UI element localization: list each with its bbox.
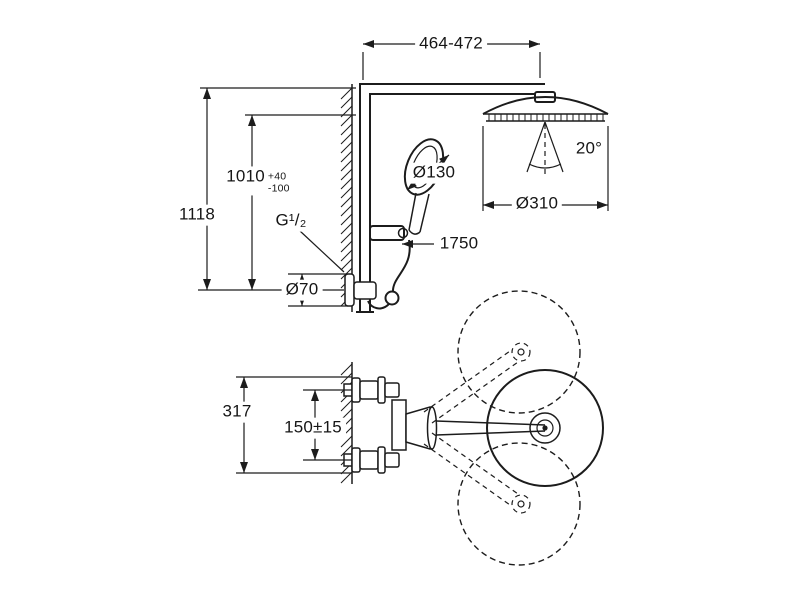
dim-label-arm-reach: 464-472 [415,33,487,55]
swivel-arm [435,420,546,436]
swivel-range [423,290,581,566]
dim-label-hand-shower-dia: Ø130 [408,162,460,184]
tilt-angle-label: 20° [571,138,607,160]
dim-label-height-overall: 1118 [174,204,220,226]
dim-label-head-shower-dia: Ø310 [511,193,563,215]
dim-mixer-height [236,376,352,474]
rose-dia-label: Ø70 [281,279,323,301]
hand-shower [403,138,445,235]
spray-angle [526,121,564,176]
dim-height-main-value: 1010 [226,166,265,186]
thread-size-label: G¹/₂ [271,210,311,232]
supply-connection [344,273,377,307]
dim-label-height-main: 1010+40-100 [222,166,294,196]
dim-height-main [245,114,356,290]
dim-label-mixer-height: 317 [218,401,256,423]
dim-label-connection-spacing: 150±15 [280,417,346,439]
hose-length-leader [402,240,434,248]
hose-length-label: 1750 [435,233,483,255]
hand-shower-holder [369,225,409,241]
dim-connection-spacing [303,389,352,461]
shower-hose [367,239,411,310]
head-shower-side-view [482,96,609,122]
head-shower-front-view [486,369,604,487]
thermostat-mixer [343,376,438,474]
dim-height-tol-minus: -100 [267,182,290,195]
thread-leader [299,230,345,273]
dim-height-tol-plus: +40 [267,170,287,183]
